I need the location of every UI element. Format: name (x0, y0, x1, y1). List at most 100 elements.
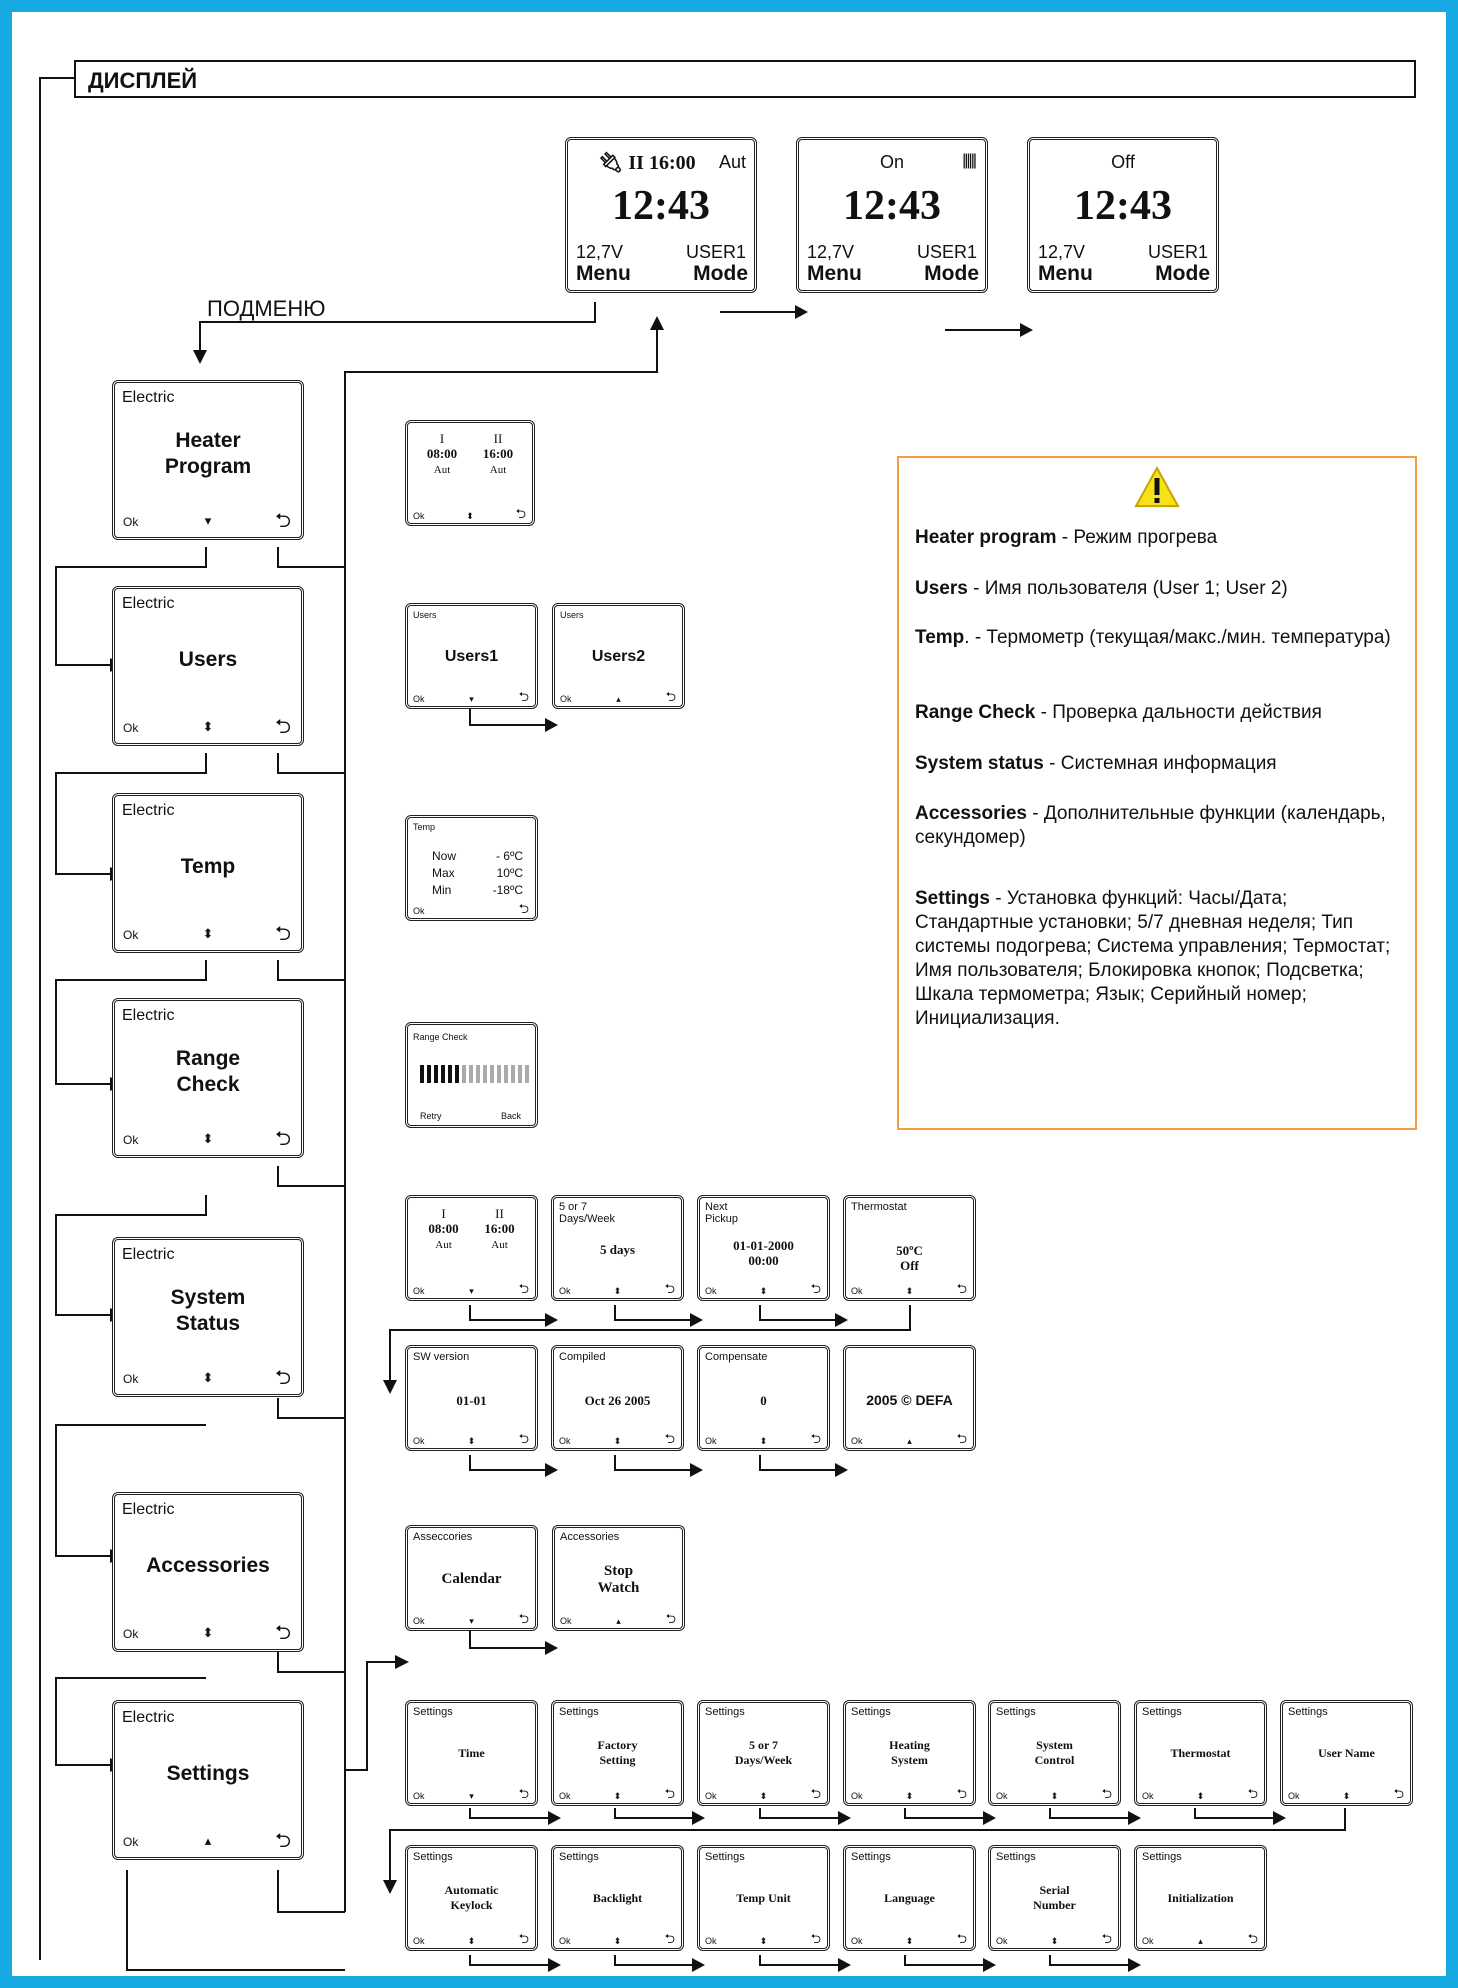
time1: 08:00 (426, 446, 458, 461)
ok-label: Ok (559, 1791, 571, 1801)
mode-label: Aut (718, 152, 746, 172)
settings-item: Backlight (592, 1891, 643, 1905)
mode-softkey[interactable]: Mode (1155, 262, 1210, 285)
ok-label: Ok (413, 1791, 425, 1801)
signal-segment (518, 1065, 522, 1083)
signal-segment (420, 1065, 424, 1083)
mode-softkey[interactable]: Mode (924, 262, 979, 285)
legend-item: System status - Системная информация (915, 752, 1405, 776)
back-icon: ⮌ (518, 689, 529, 704)
menu-header: Electric (122, 595, 175, 612)
back-icon: ⮌ (274, 1367, 291, 1389)
nav-arrow-icon: ⬍ (467, 1436, 476, 1446)
back-icon: ⮌ (956, 1281, 967, 1296)
ok-label: Ok (123, 1627, 139, 1641)
ok-label: Ok (413, 1286, 425, 1296)
settings-item: Thermostat (1170, 1746, 1231, 1760)
voltage-readout: 12,7V (1038, 242, 1086, 262)
legend-text: - Установка функций: Часы/Дата; Стандарт… (915, 888, 1391, 1029)
menu-softkey[interactable]: Menu (576, 262, 631, 285)
menu-softkey[interactable]: Menu (1038, 262, 1093, 285)
nav-arrow-icon: ⬍ (613, 1436, 622, 1446)
nav-arrow-icon: ⬍ (759, 1936, 768, 1946)
screen-header: Compensate (705, 1351, 768, 1363)
nav-arrow-icon: ▴ (1198, 1936, 1203, 1946)
ok-label: Ok (413, 1436, 425, 1446)
ok-label: Ok (413, 694, 425, 704)
ok-label: Ok (123, 1133, 139, 1147)
screen-header: Settings (705, 1706, 745, 1718)
ok-label: Ok (123, 721, 139, 735)
status-value: 5 days (599, 1242, 636, 1257)
screen-header: Users (560, 610, 584, 620)
legend-item: Settings - Установка функций: Часы/Дата;… (915, 887, 1405, 1031)
screen-header: Temp (413, 822, 436, 832)
back-icon: ⮌ (518, 901, 529, 916)
signal-segment (490, 1065, 494, 1083)
back-icon: ⮌ (518, 1786, 529, 1801)
legend-item: Heater program - Режим прогрева (915, 526, 1405, 550)
ok-label: Ok (851, 1936, 863, 1946)
nav-arrow-icon: ⬍ (467, 1936, 476, 1946)
back-icon: ⮌ (518, 1611, 529, 1626)
back-icon: ⮌ (274, 1830, 291, 1852)
nav-arrow-icon: ▾ (204, 513, 212, 528)
nav-arrow-icon: ⬍ (759, 1286, 768, 1296)
temp-row-value: 10ºC (496, 866, 523, 880)
back-icon: ⮌ (518, 1431, 529, 1446)
screen-header: Settings (413, 1851, 453, 1863)
settings-item: Language (884, 1891, 935, 1905)
nav-arrow-icon: ⬍ (613, 1791, 622, 1801)
status-value: 01-01 (456, 1393, 487, 1408)
legend-item: Temp. - Термометр (текущая/макс./мин. те… (915, 626, 1405, 650)
range-check-screen: Range Check Retry Back (405, 1022, 538, 1128)
screen-header: Accessories (560, 1531, 620, 1543)
ok-label: Ok (1142, 1936, 1154, 1946)
legend-term: Temp (915, 627, 965, 648)
legend-term: System status (915, 753, 1044, 774)
ok-label: Ok (705, 1791, 717, 1801)
nav-arrow-icon: ▴ (907, 1436, 912, 1446)
temp-row-label: Min (432, 883, 452, 897)
settings-item: Initialization (1167, 1891, 1234, 1905)
screen-header: SW version (413, 1351, 470, 1363)
nav-arrow-icon: ⬍ (202, 926, 214, 941)
menu-header: Electric (122, 1709, 175, 1726)
ok-label: Ok (1142, 1791, 1154, 1801)
timer-status: II 16:00 (628, 152, 696, 174)
ok-label: Ok (559, 1436, 571, 1446)
back-icon: ⮌ (664, 1431, 675, 1446)
status-value: 2005 © DEFA (866, 1392, 953, 1408)
legend-text: - Проверка дальности действия (1035, 702, 1322, 723)
signal-segment (525, 1065, 529, 1083)
legend-text: - Системная информация (1043, 753, 1277, 774)
back-icon: ⮌ (1247, 1931, 1258, 1946)
legend-item: Accessories - Дополнительные функции (ка… (915, 802, 1405, 850)
menu-title: Users (178, 648, 238, 671)
back-icon: ⮌ (1101, 1786, 1112, 1801)
signal-segment (462, 1065, 466, 1083)
submenu-label: ПОДМЕНЮ (207, 296, 326, 321)
signal-segment (476, 1065, 480, 1083)
mode-softkey[interactable]: Mode (693, 262, 748, 285)
menu-softkey[interactable]: Menu (807, 262, 862, 285)
